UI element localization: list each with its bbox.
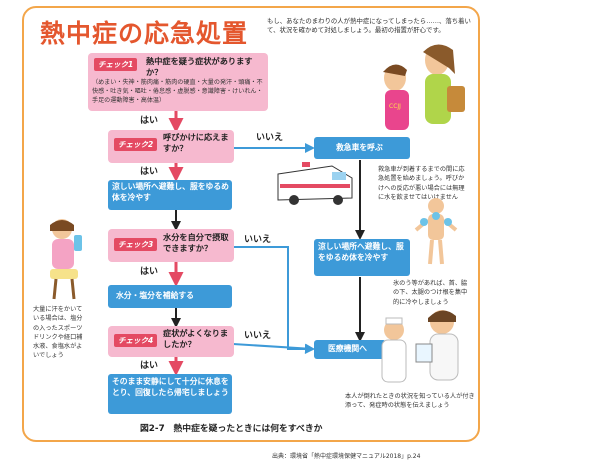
check4-badge: チェック4 [114, 334, 158, 347]
hydrate-text: 水分・塩分を補給する [116, 291, 194, 300]
cool-body-right-box [314, 239, 410, 276]
check1-badge: チェック1 [94, 58, 138, 71]
check2-badge: チェック2 [114, 138, 158, 151]
check2-question: 呼びかけに応えますか？ [163, 132, 229, 153]
intro-text: もし、あなたのまわりの人が熱中症になってしまったら……、落ち着いて、状況を確かめ… [267, 17, 471, 35]
ambulance-text: 救急車を呼ぶ [336, 143, 383, 152]
hospital-note: 本人が倒れたときの状況を知っている人が付き添って、発症時の状態を伝えましょう [345, 393, 475, 410]
rest-text: そのまま安静にして十分に休息をとり、回復したら帰宅しましょう [112, 377, 229, 397]
ambulance-box [314, 137, 410, 159]
rest-box [108, 374, 232, 414]
ambulance-icon [277, 162, 353, 205]
check3-question: 水分を自分で摂取できますか？ [163, 232, 229, 253]
no-label: いいえ [244, 235, 272, 245]
cool-body-right-text: 涼しい場所へ避難し、服をゆるめ体を冷やす [318, 242, 404, 262]
yes-label: はい [140, 116, 159, 126]
hospital-text: 医療機関へ [328, 344, 367, 353]
sweat-note: 大量に汗をかいている場合は、塩分の入ったスポーツドリンクや経口補水液、食塩水がよ… [33, 306, 83, 360]
check1-question: 熱中症を疑う症状がありますか？ [146, 56, 253, 77]
check1-symptoms: （めまい・失神・筋肉痛・筋肉の硬直・大量の発汗・頭痛・不快感・吐き気・嘔吐・倦怠… [92, 79, 263, 104]
no-label: いいえ [244, 331, 272, 341]
ice-note: 氷のう等があれば、首、脇の下、太腿のつけ根を集中的に冷やしましょう [393, 280, 468, 306]
medical-staff-illustration [381, 310, 459, 383]
hospital-box [314, 340, 386, 359]
no-label: いいえ [256, 133, 284, 143]
helper-women-illustration: CCJJ [383, 44, 465, 130]
cool-body-box [108, 180, 232, 210]
yes-label: はい [140, 167, 159, 177]
yes-label: はい [140, 361, 159, 371]
yes-label: はい [140, 267, 159, 277]
check3-badge: チェック3 [114, 238, 158, 251]
hydrate-box [108, 285, 232, 308]
svg-text:CCJJ: CCJJ [389, 103, 401, 110]
page-title: 熱中症の応急処置 [40, 19, 249, 48]
source-citation: 出典：環境省「熱中症環境保健マニュアル2018」p.24 [272, 453, 421, 460]
child-drinking-illustration [50, 219, 82, 300]
check4-question: 症状がよくなりましたか？ [163, 328, 229, 349]
cool-body-text: 涼しい場所へ避難し、服をゆるめ体を冷やす [112, 182, 229, 202]
ambulance-note: 救急車が到着するまでの間に応急処置を始めましょう。呼びかけへの反応が悪い場合には… [378, 166, 465, 201]
cooled-person-illustration [414, 198, 458, 265]
figure-caption: 図2-7 熱中症を疑ったときには何をすべきか [140, 424, 323, 434]
